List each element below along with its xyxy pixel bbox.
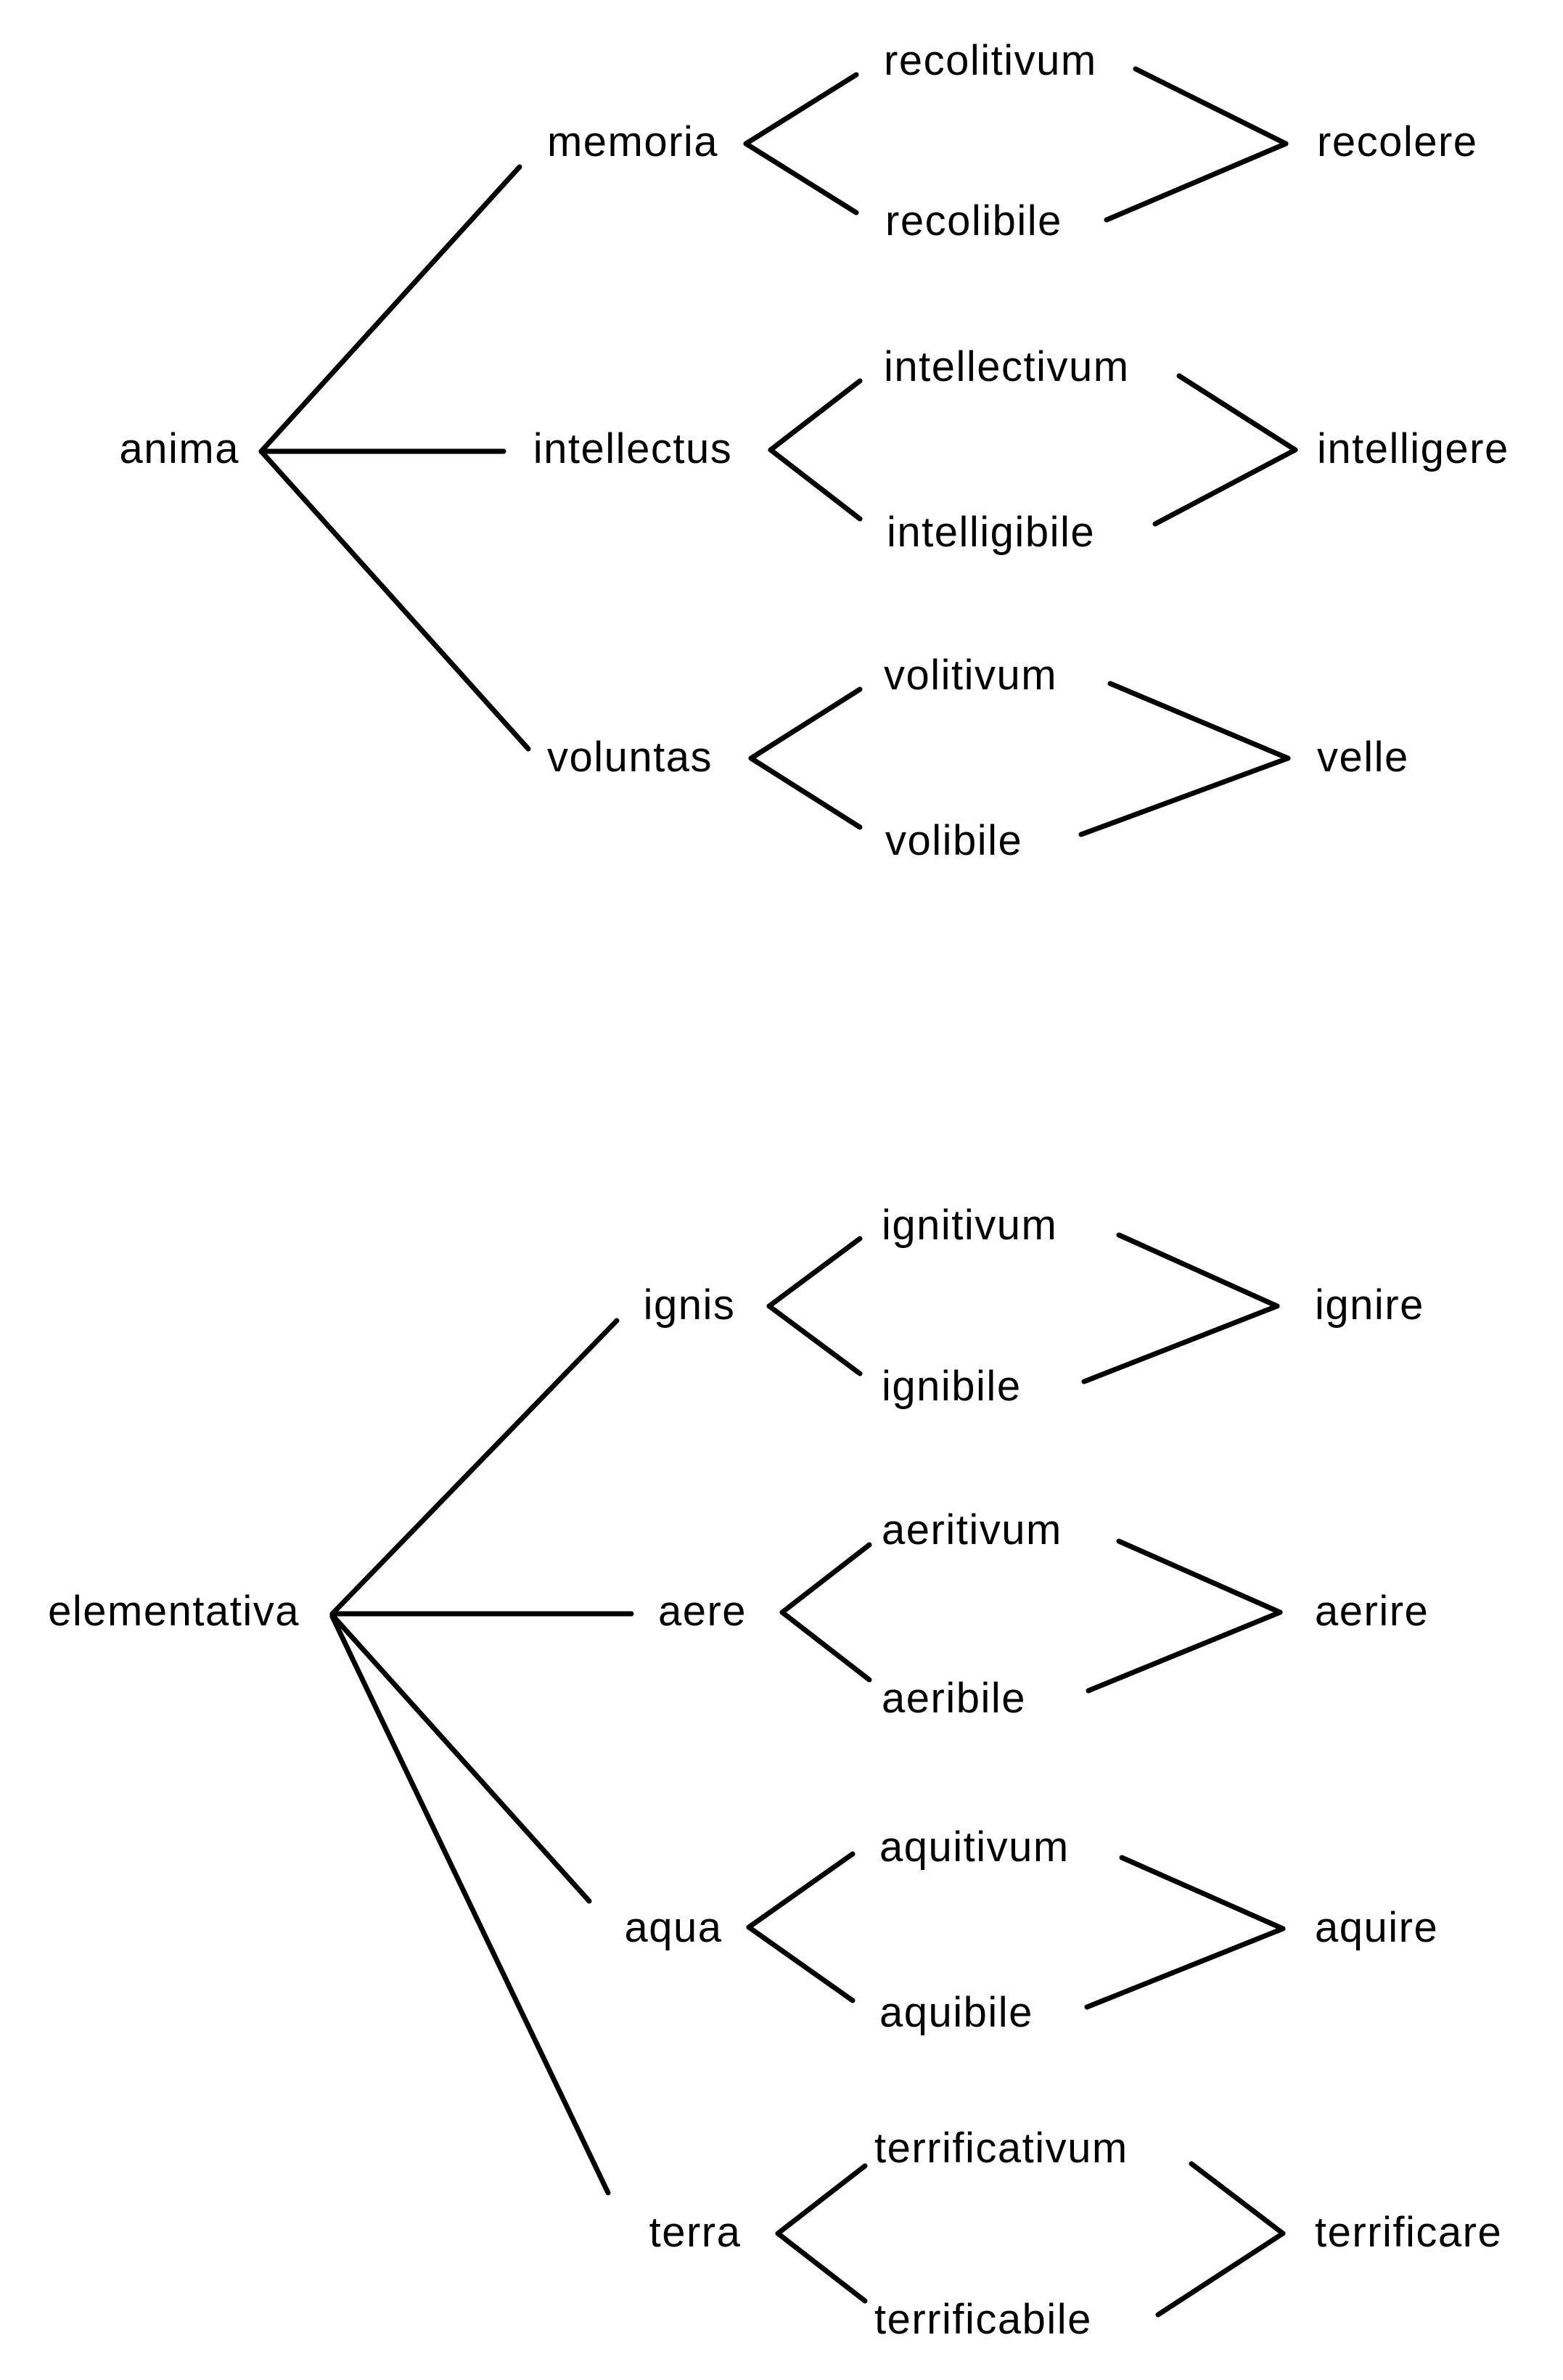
chevron-line <box>779 1609 872 1683</box>
mid-label-aere: aere <box>658 1588 747 1635</box>
branch-line-anima-voluntas <box>258 448 531 752</box>
converge-line <box>1189 2161 1286 2236</box>
bottom-label-recolibile: recolibile <box>885 197 1062 245</box>
top-label-ignitivum: ignitivum <box>882 1202 1057 1249</box>
bottom-label-aquibile: aquibile <box>879 1989 1033 2036</box>
converge-line <box>1176 373 1298 453</box>
result-label-intelligere: intelligere <box>1317 425 1509 472</box>
chevron-line <box>768 447 863 522</box>
mid-label-ignis: ignis <box>644 1281 736 1329</box>
tree-anima: anima memoria recolitivum recolibile rec… <box>120 37 1509 864</box>
converge-line <box>1116 1538 1283 1615</box>
branch-line-elementativa-terra <box>329 1614 611 2196</box>
chevron-line <box>746 1924 856 2003</box>
top-label-aquitivum: aquitivum <box>879 1823 1070 1871</box>
chevron-line <box>748 686 863 761</box>
root-label-elementativa: elementativa <box>48 1588 300 1635</box>
bottom-label-ignibile: ignibile <box>882 1363 1022 1410</box>
row-terra: terra terrificativum terrificabile terri… <box>649 2125 1502 2343</box>
mid-label-intellectus: intellectus <box>533 425 732 472</box>
top-label-aeritivum: aeritivum <box>882 1506 1062 1554</box>
row-voluntas: voluntas volitivum volibile velle <box>547 652 1409 864</box>
converge-line <box>1152 447 1298 527</box>
chevron-line <box>746 1851 856 1930</box>
converge-line <box>1078 755 1291 837</box>
bottom-label-terrificabile: terrificabile <box>874 2296 1092 2343</box>
chevron-line <box>766 1236 863 1309</box>
mid-label-voluntas: voluntas <box>547 734 713 781</box>
converge-line <box>1119 1855 1286 1932</box>
result-label-ignire: ignire <box>1315 1281 1424 1329</box>
mid-label-memoria: memoria <box>547 118 718 165</box>
top-label-intellectivum: intellectivum <box>884 343 1130 390</box>
bottom-label-intelligibile: intelligibile <box>887 509 1095 556</box>
top-label-terrificativum: terrificativum <box>874 2125 1128 2172</box>
converge-line <box>1104 141 1289 223</box>
branch-line-elementativa-aqua <box>329 1612 592 1904</box>
mid-label-terra: terra <box>649 2209 742 2256</box>
chevron-line <box>748 755 863 830</box>
row-memoria: memoria recolitivum recolibile recolere <box>547 37 1478 245</box>
converge-line <box>1081 1303 1280 1384</box>
result-label-velle: velle <box>1317 734 1409 781</box>
chevron-line <box>743 72 859 147</box>
chevron-line <box>775 2231 868 2304</box>
row-intellectus: intellectus intellectivum intelligibile … <box>533 343 1509 556</box>
converge-line <box>1133 66 1289 147</box>
converge-line <box>1116 1232 1280 1309</box>
result-label-terrificare: terrificare <box>1315 2209 1502 2256</box>
bottom-label-aeribile: aeribile <box>882 1675 1026 1722</box>
chevron-line <box>766 1303 863 1376</box>
result-label-aquire: aquire <box>1315 1904 1438 1951</box>
converge-line <box>1086 1609 1283 1694</box>
converge-line <box>1107 681 1291 761</box>
tree-elementativa: elementativa ignis ignitivum ignibile ig… <box>48 1202 1502 2343</box>
converge-line <box>1155 2231 1286 2318</box>
converge-line <box>1084 1926 1286 2010</box>
result-label-recolere: recolere <box>1317 118 1478 165</box>
top-label-recolitivum: recolitivum <box>884 37 1097 84</box>
result-label-aerire: aerire <box>1315 1588 1429 1635</box>
row-aqua: aqua aquitivum aquibile aquire <box>624 1823 1438 2036</box>
row-aere: aere aeritivum aeribile aerire <box>658 1506 1429 1722</box>
branch-line-elementativa-ignis <box>329 1318 620 1617</box>
mid-label-aqua: aqua <box>624 1904 722 1951</box>
chevron-line <box>743 141 859 216</box>
chevron-line <box>779 1542 872 1615</box>
bottom-label-volibile: volibile <box>885 817 1022 864</box>
top-label-volitivum: volitivum <box>884 652 1057 699</box>
root-label-anima: anima <box>120 425 239 472</box>
chevron-line <box>768 378 863 453</box>
row-ignis: ignis ignitivum ignibile ignire <box>644 1202 1424 1410</box>
chevron-line <box>775 2163 868 2236</box>
branch-line-anima-memoria <box>258 164 522 454</box>
